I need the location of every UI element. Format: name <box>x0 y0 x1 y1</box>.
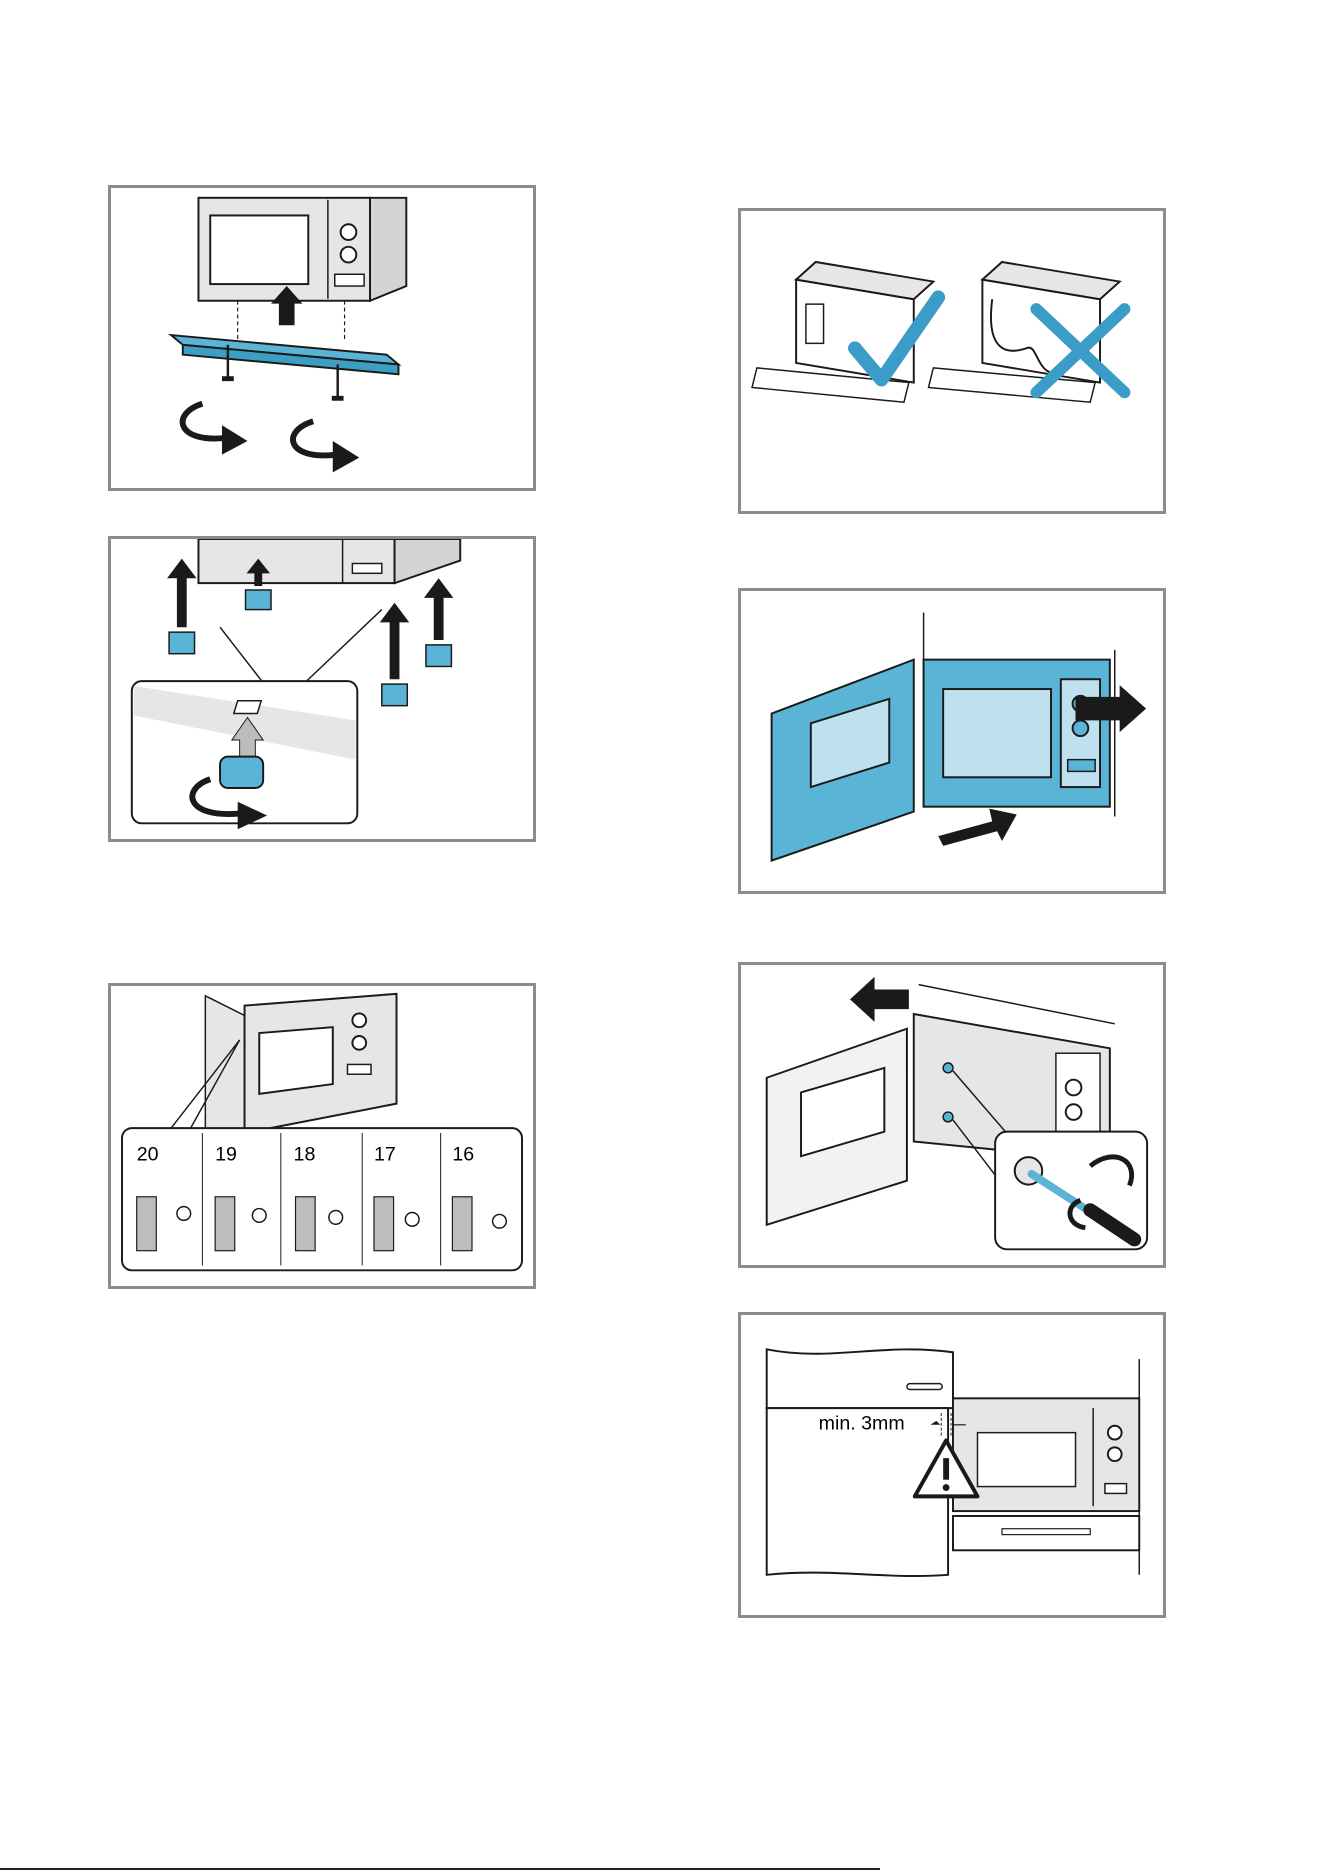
microwave-back-wrong <box>928 262 1119 402</box>
left-arrow-icon <box>850 977 909 1022</box>
cabinet-door-icon <box>767 1349 953 1576</box>
cable-panel <box>738 208 1166 514</box>
page-rule <box>0 1868 880 1870</box>
bracket-icon <box>171 335 398 374</box>
spacing-label-17: 17 <box>374 1144 396 1166</box>
spacing-label-19: 19 <box>215 1144 237 1166</box>
spacing-label-16: 16 <box>452 1144 474 1166</box>
door-open-panel <box>738 588 1166 894</box>
spacing-label-20: 20 <box>137 1144 159 1166</box>
microwave-icon <box>198 198 406 301</box>
min-gap-label: min. 3mm <box>819 1413 905 1435</box>
screwdriver-callout <box>995 1132 1147 1250</box>
spacing-callout: 20 19 18 17 16 <box>122 1128 522 1270</box>
microwave-icon <box>953 1398 1139 1550</box>
feet-panel <box>108 536 536 842</box>
gap-panel: min. 3mm <box>738 1312 1166 1618</box>
bracket-panel <box>108 185 536 491</box>
rotate-arrow-icon <box>183 404 360 473</box>
open-door-icon <box>767 1029 907 1225</box>
microwave-icon <box>198 539 460 583</box>
fix-screws-panel <box>738 962 1166 1268</box>
zoom-callout-icon <box>132 681 357 829</box>
spacing-panel: 20 19 18 17 16 <box>108 983 536 1289</box>
microwave-icon <box>924 660 1110 807</box>
microwave-icon <box>205 994 396 1133</box>
spacing-label-18: 18 <box>294 1144 316 1166</box>
open-door-icon <box>772 660 914 861</box>
